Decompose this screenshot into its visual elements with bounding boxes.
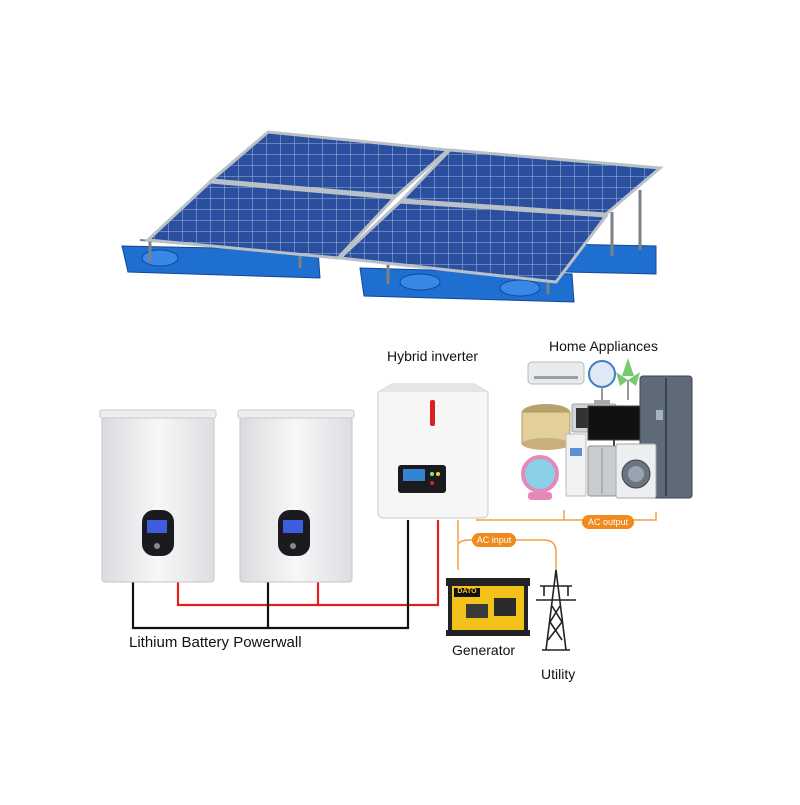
utility-label: Utility <box>541 666 576 682</box>
stand-fan <box>616 358 640 400</box>
generator <box>446 578 530 636</box>
utility-tower <box>536 569 576 651</box>
solar-panel <box>336 200 609 284</box>
positive-wire <box>176 520 440 607</box>
battery-label: Lithium Battery Powerwall <box>129 634 302 651</box>
battery-unit <box>237 409 355 583</box>
ac-input-label: AC input <box>476 535 512 545</box>
inverter-led-bar <box>430 400 435 426</box>
ac-output-label: AC output <box>587 517 629 527</box>
home-appliances <box>521 358 693 500</box>
lithium-battery-powerwall <box>99 409 355 583</box>
electric-fan-pink <box>521 455 559 500</box>
refrigerator-small <box>587 445 617 497</box>
negative-wire <box>131 520 410 630</box>
generator-brand: DATO <box>457 588 477 595</box>
ac-input-wire <box>457 520 557 572</box>
pontoon-floats <box>121 243 657 303</box>
rice-cooker <box>521 404 571 450</box>
water-dispenser <box>565 433 587 497</box>
hybrid-inverter <box>377 383 489 519</box>
air-conditioner <box>527 361 585 385</box>
desk-fan <box>588 360 616 404</box>
ac-wiring <box>457 510 657 572</box>
ac-input-pill <box>472 533 516 547</box>
generator-label: Generator <box>452 642 516 658</box>
dc-wiring <box>131 520 440 630</box>
solar-panels <box>144 130 664 284</box>
solar-panel <box>398 148 664 216</box>
inverter-label: Hybrid inverter <box>387 348 479 364</box>
battery-unit <box>99 409 217 583</box>
generator-brand-plate <box>454 588 480 597</box>
ac-output-wire <box>476 510 657 521</box>
floating-solar-array <box>121 130 664 303</box>
ac-output-pill <box>582 515 634 529</box>
solar-panel <box>208 130 452 198</box>
appliances-label: Home Appliances <box>549 338 658 354</box>
television <box>587 405 641 446</box>
washing-machine <box>615 443 657 499</box>
